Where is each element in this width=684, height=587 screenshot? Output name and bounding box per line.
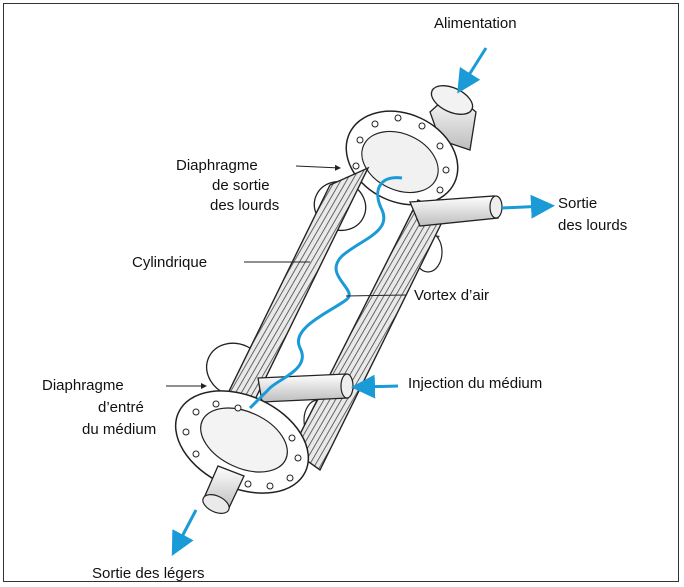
label-light-out: Sortie des légers [92,565,205,582]
label-medium-diaphragm-3: du médium [82,421,156,438]
label-medium-injection: Injection du médium [408,375,542,392]
label-feed: Alimentation [434,15,517,32]
label-cylinder: Cylindrique [132,254,207,271]
heavy-out-arrow [502,206,546,208]
medium-injection-pipe [258,374,353,402]
label-vortex: Vortex d’air [414,287,489,304]
heavy-outlet-pipe [410,196,502,226]
label-heavy-diaphragm-2: de sortie [212,177,270,194]
medium-injection-arrow [360,386,398,387]
label-heavy-out-2: des lourds [558,217,627,234]
feed-arrow [462,48,486,86]
label-medium-diaphragm-2: d’entré [98,399,144,416]
label-heavy-out-1: Sortie [558,195,597,212]
label-heavy-diaphragm-3: des lourds [210,197,279,214]
label-heavy-diaphragm-1: Diaphragme [176,157,258,174]
leader-heavy-diaphragm [296,166,340,168]
label-medium-diaphragm-1: Diaphragme [42,377,124,394]
light-out-arrow [176,510,196,548]
